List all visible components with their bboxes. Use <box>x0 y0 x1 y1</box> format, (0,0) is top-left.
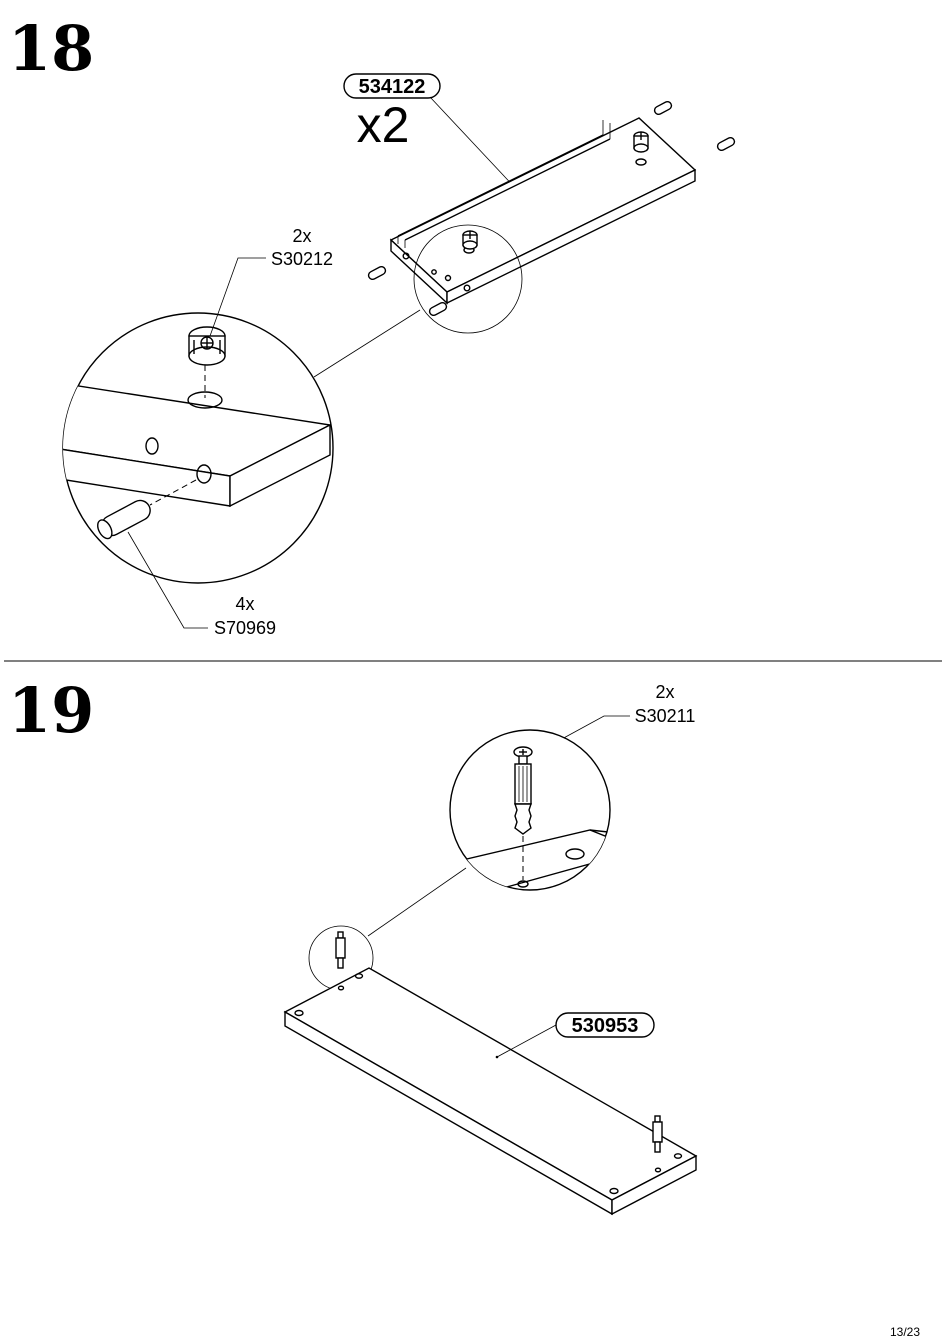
part-badge-530953: 530953 <box>556 1013 654 1037</box>
board-534122 <box>391 118 695 303</box>
part-badge-534122: 534122 <box>344 74 440 98</box>
page-number: 13/23 <box>890 1325 920 1339</box>
cam-lock-detail <box>189 327 225 365</box>
detail-panel-corner <box>420 830 640 920</box>
detail-connector <box>314 310 420 377</box>
detail-connector-19 <box>368 868 466 936</box>
board-530953 <box>285 968 696 1214</box>
pin-right <box>653 1116 662 1152</box>
callout-qty-s30211: 2x <box>655 682 674 702</box>
part-number-530953: 530953 <box>572 1015 639 1037</box>
step-18-number: 18 <box>8 12 94 85</box>
cam-lock-far <box>634 132 648 152</box>
callout-qty-s70969: 4x <box>235 594 254 614</box>
callout-code-s70969: S70969 <box>214 618 276 638</box>
quantity-multiplier: x2 <box>357 97 410 153</box>
callout-qty-s30212: 2x <box>292 226 311 246</box>
callout-code-s30211: S30211 <box>635 706 696 726</box>
step-19: 19 2x S30211 <box>8 674 696 1214</box>
step-19-number: 19 <box>8 674 94 747</box>
cam-lock-near <box>463 231 477 249</box>
pin-left <box>336 932 345 968</box>
callout-code-s30212: S30212 <box>271 249 333 269</box>
part-number-534122: 534122 <box>359 76 426 98</box>
leader-line-part-19 <box>497 1025 556 1057</box>
leader-line-part <box>430 97 519 192</box>
step-18: 18 534122 x2 <box>0 12 736 638</box>
